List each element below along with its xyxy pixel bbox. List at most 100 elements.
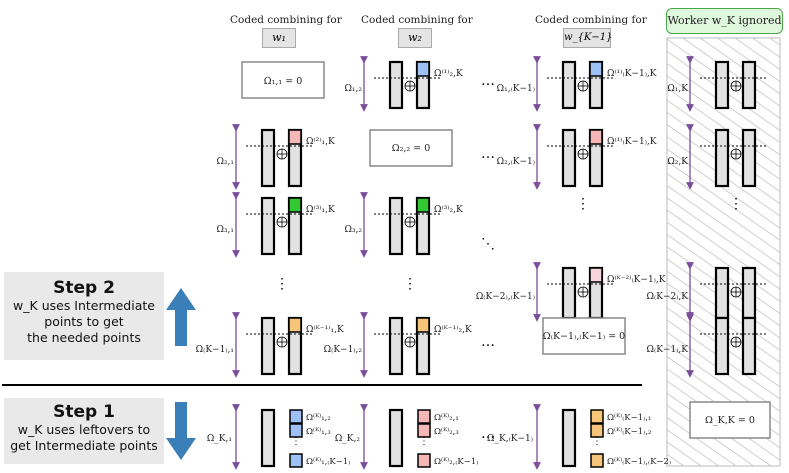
worker-bar-left xyxy=(260,128,276,188)
zero-box-label: Ω_K,K = 0 xyxy=(705,415,755,426)
leftover-block xyxy=(590,453,604,468)
coded-block xyxy=(288,317,302,333)
worker-bar-right xyxy=(741,60,757,110)
step2-title: Step 2 xyxy=(53,278,115,298)
row-label: Ω₍K−2₎,₍K−1₎ xyxy=(476,292,535,302)
worker-bar-left xyxy=(388,316,404,376)
leftover-tag: Ω⁽ᴷ⁾₍K−1₎,₂ xyxy=(607,427,651,437)
vdots: ⋮ xyxy=(403,276,417,292)
step1-line-2: get Intermediate points xyxy=(10,438,158,453)
coded-tag: Ω⁽¹⁾₂,K xyxy=(434,68,463,79)
coded-block xyxy=(288,197,302,213)
leftover-block xyxy=(417,453,431,468)
vdots: ⋮ xyxy=(576,196,590,212)
leftover-block xyxy=(289,453,303,468)
coded-tag: Ω⁽ᴷ⁻¹⁾₁,K xyxy=(306,324,344,335)
row-label: Ω₂,₍K−1₎ xyxy=(497,157,535,167)
step1-down-arrow-icon xyxy=(166,402,196,460)
worker-bar-left xyxy=(388,60,404,110)
worker-bar-right xyxy=(741,266,757,320)
leftover-block xyxy=(590,423,604,438)
worker-bar-left xyxy=(714,60,730,110)
coded-tag: Ω⁽¹⁾₍K−1₎,K xyxy=(607,136,657,147)
zero-box xyxy=(241,61,325,99)
worker-bar-left xyxy=(561,128,577,188)
coded-block xyxy=(589,61,603,77)
step1-title: Step 1 xyxy=(53,402,115,422)
coded-tag: Ω⁽³⁾₁,K xyxy=(306,204,335,215)
leftover-block xyxy=(289,409,303,424)
coded-block xyxy=(416,197,430,213)
row-label: Ω₁,₂ xyxy=(344,84,362,94)
ddots: ⋱ xyxy=(481,236,495,252)
row-label: Ω₍K−1₎,₁ xyxy=(196,345,234,355)
step2-line-2: points to get xyxy=(44,314,124,329)
leftover-block xyxy=(417,423,431,438)
worker-bar-left xyxy=(714,266,730,320)
leftover-tag: Ω⁽ᴷ⁾₂,₍K−1₎ xyxy=(434,457,478,467)
hdots: … xyxy=(481,73,495,89)
worker-bar-left xyxy=(714,128,730,188)
worker-bar-left xyxy=(561,408,577,468)
row-label: Ω_K,₍K−1₎ xyxy=(487,434,533,444)
row-label: Ω₃,₂ xyxy=(344,225,362,235)
coded-block xyxy=(589,129,603,145)
vdots: ⋮ xyxy=(419,436,429,447)
worker-bar-left xyxy=(388,196,404,256)
vdots: ⋮ xyxy=(729,196,743,212)
vdots: ⋮ xyxy=(592,436,602,447)
zero-box-label: Ω₍K−1₎,₍K−1₎ = 0 xyxy=(543,331,625,342)
row-label: Ω₁,K xyxy=(667,84,688,94)
leftover-block xyxy=(590,409,604,424)
col-tab-wk1: w_{K−1} xyxy=(563,28,613,48)
step2-line-3: the needed points xyxy=(27,330,141,345)
zero-box-label: Ω₁,₁ = 0 xyxy=(264,76,303,87)
hdots: … xyxy=(481,426,495,442)
step2-box: Step 2 w_K uses Intermediate points to g… xyxy=(4,272,164,360)
leftover-block xyxy=(289,423,303,438)
leftover-tag: Ω⁽ᴷ⁾₂,₁ xyxy=(434,413,459,423)
worker-bar-left xyxy=(260,196,276,256)
worker-bar-left xyxy=(561,266,577,320)
vdots: ⋮ xyxy=(275,276,289,292)
zero-box-label: Ω₂,₂ = 0 xyxy=(392,143,431,154)
step1-box: Step 1 w_K uses leftovers to get Interme… xyxy=(4,398,164,464)
leftover-tag: Ω⁽ᴷ⁾₁,₃ xyxy=(306,427,331,437)
zero-box xyxy=(542,317,626,355)
hdots: … xyxy=(481,146,495,162)
worker-ignored-badge: Worker w_K ignored xyxy=(666,8,783,34)
step2-up-arrow-icon xyxy=(166,288,196,346)
coded-block xyxy=(288,129,302,145)
coded-tag: Ω⁽ᴷ⁻²⁾₍K−1₎,K xyxy=(607,274,666,285)
col-tab-w2: w₂ xyxy=(398,28,432,48)
coded-tag: Ω⁽¹⁾₍K−1₎,K xyxy=(607,68,657,79)
worker-bar-right xyxy=(741,316,757,376)
coded-tag: Ω⁽ᴷ⁻¹⁾₂,K xyxy=(434,324,472,335)
leftover-tag: Ω⁽ᴷ⁾₍K−1₎,₁ xyxy=(607,413,651,423)
row-label: Ω₍K−1₎,K xyxy=(647,345,689,355)
vdots: ⋮ xyxy=(291,436,301,447)
row-label: Ω₂,₁ xyxy=(216,157,234,167)
ignored-column xyxy=(666,37,781,467)
worker-bar-left xyxy=(714,316,730,376)
row-label: Ω_K,₁ xyxy=(207,434,232,444)
leftover-tag: Ω⁽ᴷ⁾₍K−1₎,₍K−2₎ xyxy=(607,457,671,467)
coded-tag: Ω⁽²⁾₁,K xyxy=(306,136,335,147)
row-label: Ω₍K−2₎,K xyxy=(647,292,689,302)
zero-box xyxy=(369,129,453,167)
zero-box xyxy=(689,401,771,439)
row-label: Ω₍K−1₎,₂ xyxy=(324,345,363,355)
col-title-1: Coded combining for xyxy=(230,14,342,26)
coded-tag: Ω⁽³⁾₂,K xyxy=(434,204,463,215)
row-label: Ω₂,K xyxy=(667,157,688,167)
row-label: Ω₁,₍K−1₎ xyxy=(497,84,535,94)
leftover-block xyxy=(417,409,431,424)
worker-bar-left xyxy=(388,408,404,468)
leftover-tag: Ω⁽ᴷ⁾₂,₃ xyxy=(434,427,459,437)
coded-block xyxy=(416,317,430,333)
col-title-3: Coded combining for xyxy=(535,14,647,26)
coded-block xyxy=(589,267,603,283)
worker-bar-left xyxy=(260,316,276,376)
row-label: Ω_K,₂ xyxy=(335,434,361,444)
